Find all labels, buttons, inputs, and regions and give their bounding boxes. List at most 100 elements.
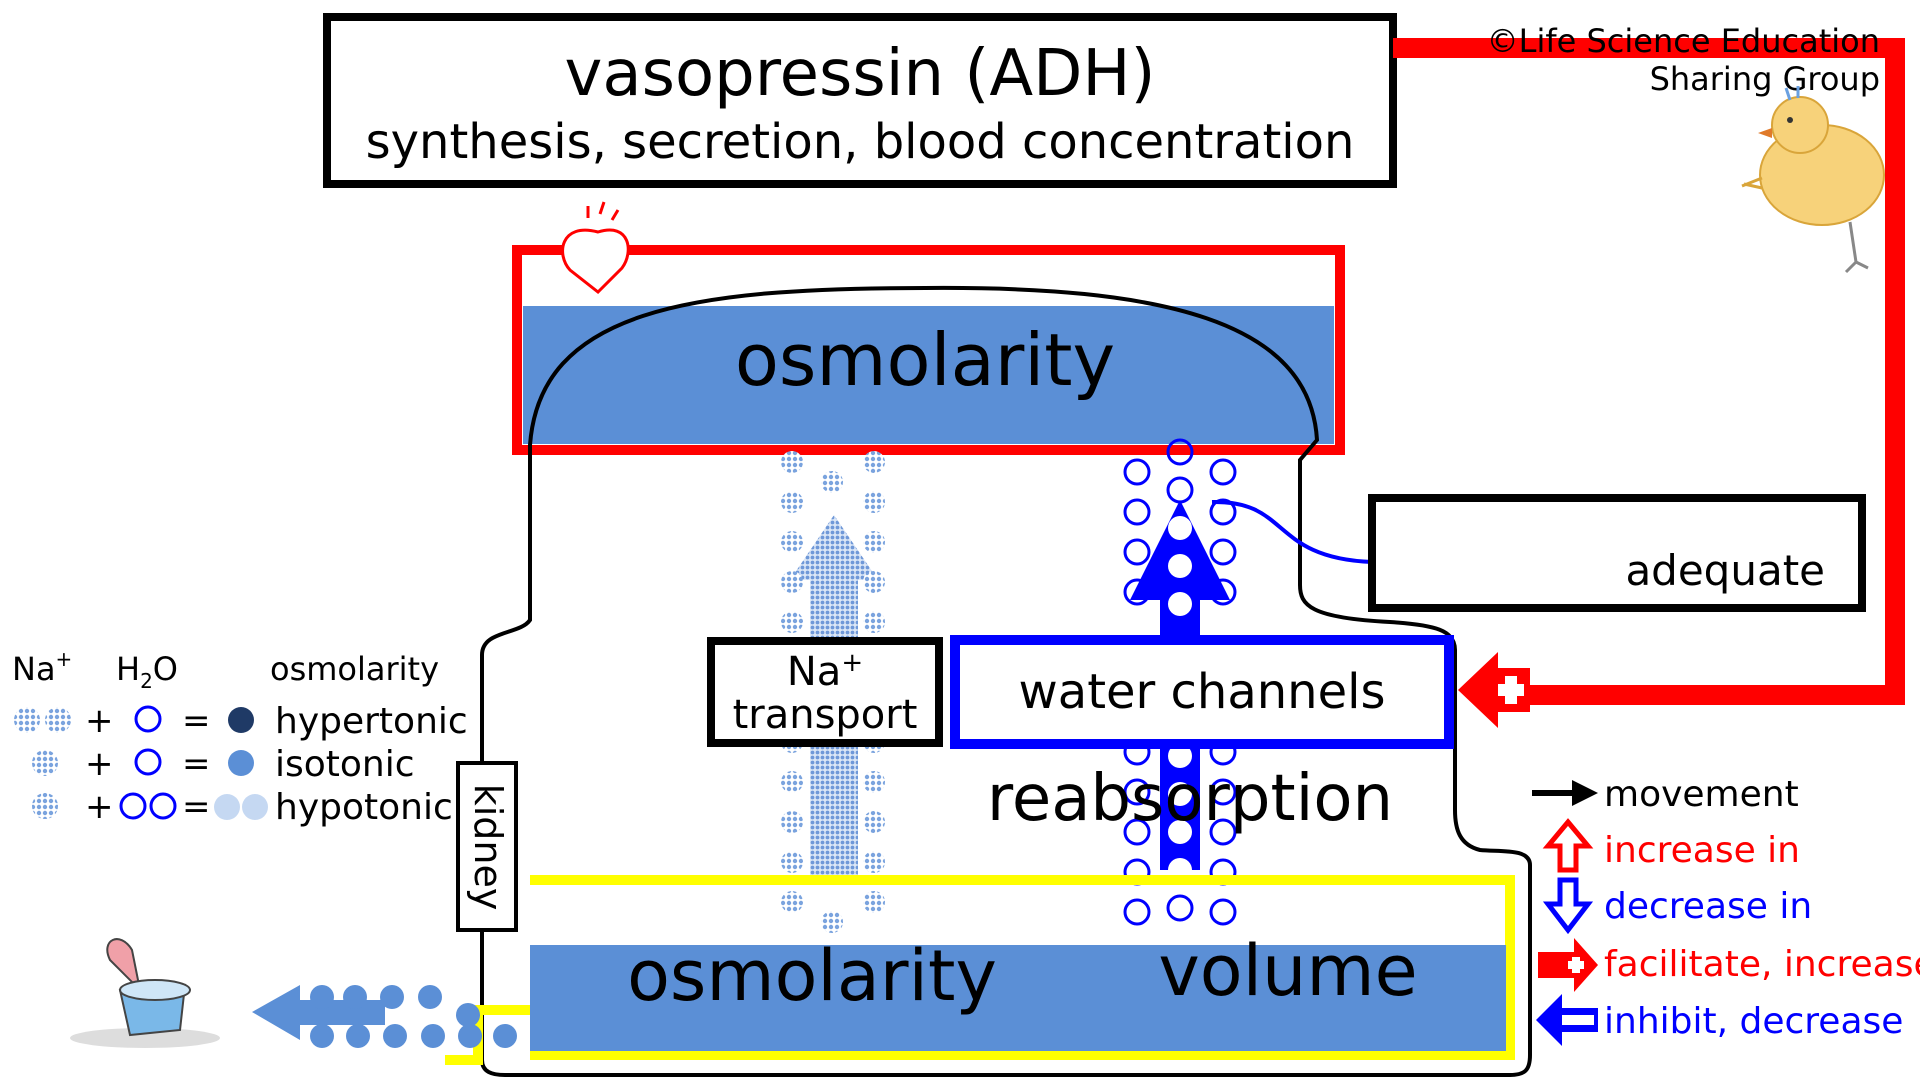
legend-plus: + bbox=[85, 787, 114, 827]
water-molecule-dot bbox=[1123, 458, 1151, 486]
water-molecule-dot bbox=[1123, 578, 1151, 606]
legend-increase-label: increase in bbox=[1604, 830, 1800, 871]
na-ion-dot bbox=[781, 611, 803, 633]
blood-osmolarity-label: osmolarity bbox=[735, 318, 1115, 402]
adequate-label: adequate bbox=[1625, 546, 1825, 595]
water-molecule-dot bbox=[1209, 458, 1237, 486]
na-ion-dot bbox=[863, 811, 885, 833]
legend-isotonic-label: isotonic bbox=[275, 744, 415, 785]
water-channels-box: water channels bbox=[950, 635, 1454, 749]
urine-dot bbox=[493, 1024, 517, 1048]
legend-movement-label: movement bbox=[1604, 774, 1799, 815]
water-molecule-dot bbox=[1123, 898, 1151, 926]
legend-water-circle bbox=[134, 748, 162, 776]
urine-dot bbox=[421, 1024, 445, 1048]
ion-legend: Na+ H2O osmolarity + = hypertonic + = is… bbox=[12, 647, 468, 828]
water-molecule-dot bbox=[1209, 538, 1237, 566]
increase-arrow-icon bbox=[1542, 818, 1594, 873]
legend-hypertonic-label: hypertonic bbox=[275, 701, 468, 742]
na-ion-dot bbox=[781, 571, 803, 593]
urine-dot bbox=[310, 1024, 334, 1048]
legend-plus: + bbox=[85, 701, 114, 741]
water-channels-label: water channels bbox=[1019, 664, 1386, 720]
water-molecule-dot bbox=[1166, 438, 1194, 466]
na-transport-label-line1: Na+ bbox=[787, 648, 863, 695]
water-molecule-dot bbox=[1168, 744, 1192, 768]
copyright-line2: Sharing Group bbox=[1650, 60, 1880, 98]
arrow-legend: movement increase in decrease in facilit… bbox=[1532, 774, 1920, 1046]
legend-osmolarity-header: osmolarity bbox=[270, 650, 439, 688]
inhibit-legend-icon bbox=[1536, 994, 1598, 1046]
na-ion-dot bbox=[863, 771, 885, 793]
adequate-box: adequate bbox=[1368, 494, 1866, 612]
facilitate-arrow-icon bbox=[1458, 652, 1530, 728]
na-ion-dot bbox=[863, 451, 885, 473]
adh-feedback-line bbox=[1393, 38, 1905, 705]
water-molecule-dot bbox=[1209, 578, 1237, 606]
water-molecule-dot bbox=[1209, 498, 1237, 526]
legend-hypotonic-dot bbox=[242, 794, 268, 820]
adequate-connector bbox=[1211, 499, 1373, 564]
legend-inhibit-label: inhibit, decrease bbox=[1604, 1001, 1903, 1042]
legend-na-dot bbox=[32, 750, 58, 776]
legend-decrease-label: decrease in bbox=[1604, 886, 1812, 927]
kidney-label: kidney bbox=[466, 784, 510, 911]
legend-equals: = bbox=[182, 744, 211, 784]
urine-dot bbox=[418, 985, 442, 1009]
na-transport-label-line2: transport bbox=[733, 692, 918, 738]
na-ion-dot bbox=[781, 531, 803, 553]
legend-na-dot bbox=[32, 793, 58, 819]
water-dots bbox=[1123, 438, 1237, 926]
legend-water-circle bbox=[134, 705, 162, 733]
urine-dot bbox=[310, 985, 334, 1009]
na-ion-dot bbox=[781, 891, 803, 913]
adh-header-box: vasopressin (ADH) synthesis, secretion, … bbox=[323, 13, 1397, 188]
water-molecule-dot bbox=[1123, 498, 1151, 526]
urine-dot bbox=[343, 985, 367, 1009]
legend-isotonic-dot bbox=[228, 750, 254, 776]
water-molecule-dot bbox=[1168, 782, 1192, 806]
urine-osmolarity-label: osmolarity bbox=[627, 935, 997, 1017]
water-molecule-dot bbox=[1168, 516, 1192, 540]
water-molecule-dot bbox=[1168, 820, 1192, 844]
water-molecule-dot bbox=[1123, 538, 1151, 566]
adh-subtitle: synthesis, secretion, blood concentratio… bbox=[366, 114, 1355, 170]
excretion-arrow bbox=[252, 985, 517, 1048]
na-ion-dot bbox=[863, 491, 885, 513]
facilitate-legend-icon bbox=[1538, 938, 1598, 992]
na-ion-dot bbox=[863, 891, 885, 913]
legend-hypotonic-label: hypotonic bbox=[275, 787, 453, 828]
toilet-icon bbox=[70, 938, 220, 1048]
urine-dot bbox=[458, 1024, 482, 1048]
legend-h2o-header: H2O bbox=[116, 650, 178, 693]
na-ion-dot bbox=[821, 911, 843, 933]
excretion-dots bbox=[310, 985, 517, 1048]
water-molecule-dot bbox=[1123, 818, 1151, 846]
adh-title: vasopressin (ADH) bbox=[565, 37, 1156, 111]
legend-hypertonic-dot bbox=[228, 707, 254, 733]
legend-na-header: Na+ bbox=[12, 647, 72, 688]
legend-hypotonic-dot bbox=[214, 794, 240, 820]
na-ion-dot bbox=[781, 771, 803, 793]
legend-water-circle bbox=[119, 792, 147, 820]
urine-dot bbox=[383, 1024, 407, 1048]
kidney-outline bbox=[480, 285, 1532, 1077]
na-ion-dot bbox=[863, 531, 885, 553]
legend-na-dot bbox=[45, 707, 71, 733]
na-ion-dot bbox=[781, 451, 803, 473]
na-ion-dot bbox=[781, 851, 803, 873]
water-molecule-dot bbox=[1209, 818, 1237, 846]
decrease-arrow-icon bbox=[1542, 877, 1594, 935]
urine-dot bbox=[346, 1024, 370, 1048]
movement-arrow-icon bbox=[1532, 780, 1598, 806]
na-transport-box: Na+ transport bbox=[707, 637, 943, 747]
legend-water-circle bbox=[149, 792, 177, 820]
urine-dot bbox=[456, 1003, 480, 1027]
kidney-label-box: kidney bbox=[456, 761, 518, 932]
urine-compartment: osmolarity volume bbox=[445, 875, 1515, 1065]
na-ion-dot bbox=[821, 471, 843, 493]
chick-icon bbox=[1741, 86, 1885, 274]
water-molecule-dot bbox=[1123, 778, 1151, 806]
